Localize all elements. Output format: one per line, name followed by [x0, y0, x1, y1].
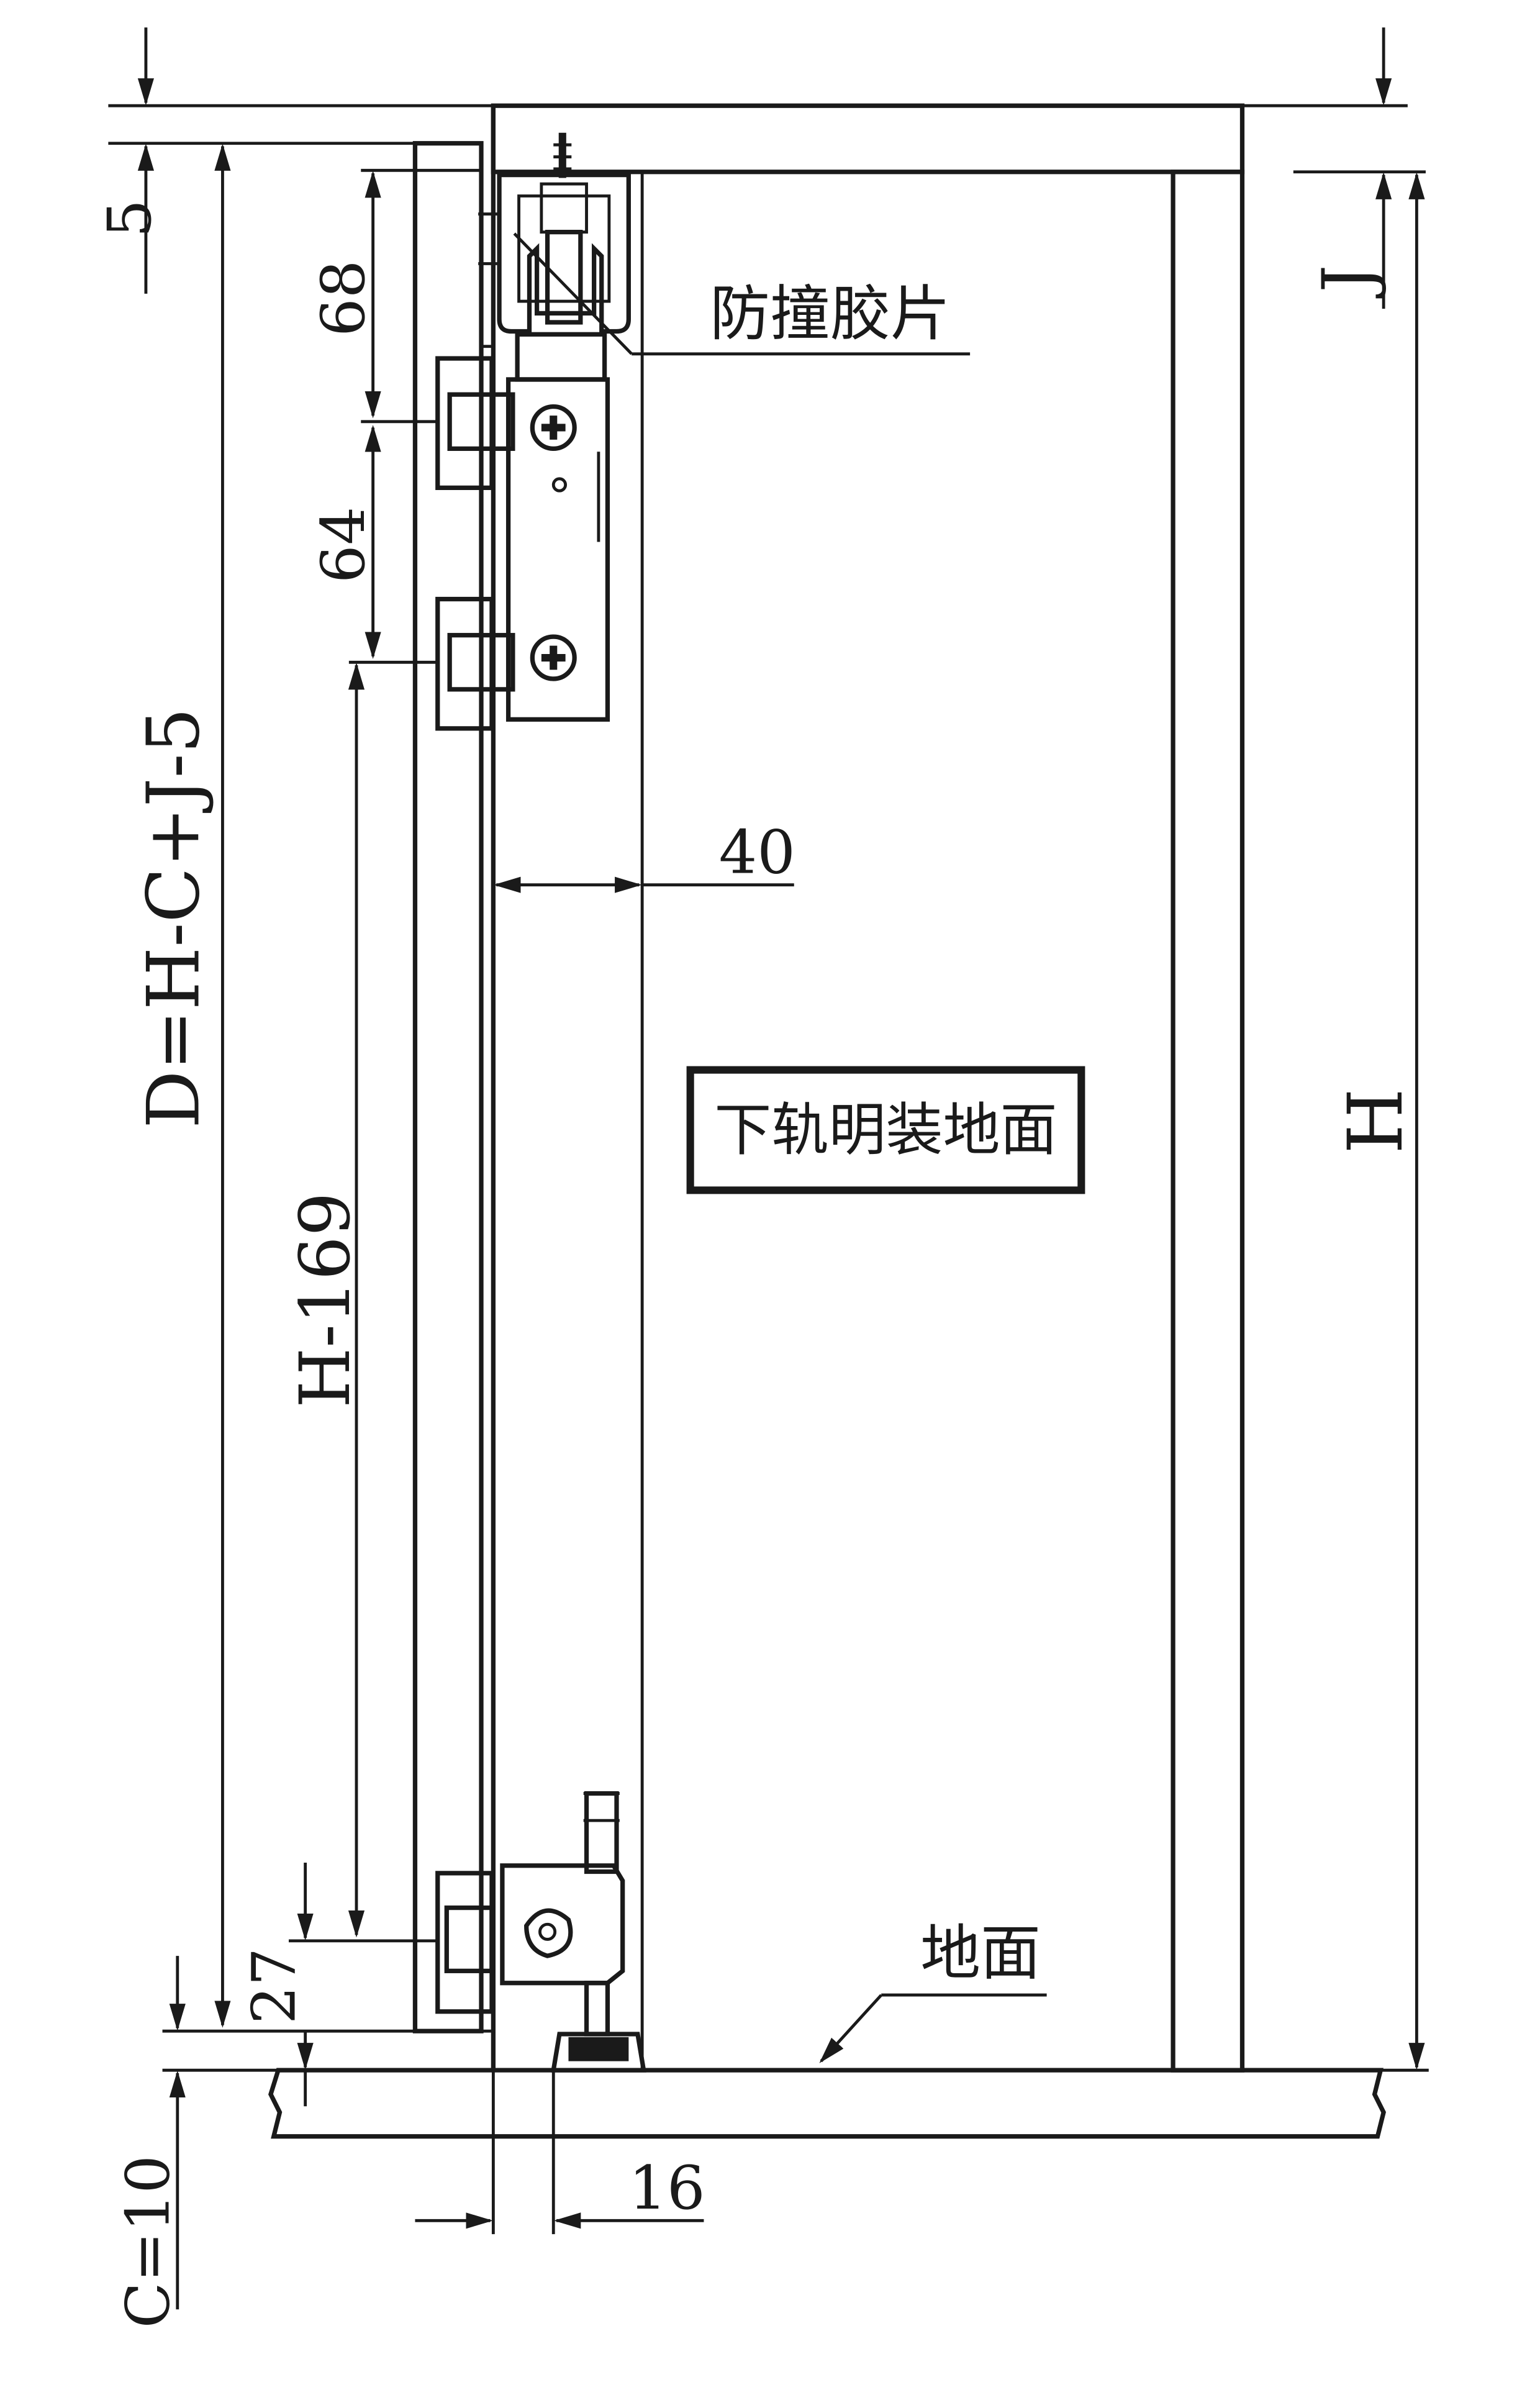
bumper-label: 防撞胶片 — [710, 278, 950, 348]
door-clip-upper-tab — [447, 392, 515, 452]
door-panel — [412, 141, 495, 2033]
dim-h-label: H — [1332, 1088, 1420, 1154]
bracket-screw-upper — [530, 404, 577, 452]
top-track-assembly: 防撞胶片 — [478, 132, 971, 356]
door-frame-strip — [479, 345, 495, 2033]
floor-hatch — [268, 2068, 1386, 2139]
bottom-guide-knob — [524, 1908, 573, 1958]
dim-j-label: J — [1308, 265, 1388, 299]
mode-title-text: 下轨明装地面 — [714, 1097, 1057, 1163]
track-inner-channel — [517, 194, 611, 303]
bumper-leader-diag — [513, 232, 633, 355]
cabinet-top-panel — [491, 103, 1245, 175]
dim-16-label: 16 — [628, 2153, 705, 2223]
cabinet-right-panel — [1171, 170, 1245, 2073]
dim-64-label: 64 — [308, 507, 378, 583]
dimensions: 5 D=H-C+J-5 68 64 H-169 27 C=10 40 — [94, 27, 1429, 2328]
floor-callout: 地面 — [819, 1918, 1047, 2063]
dim-c-label: C=10 — [112, 2155, 183, 2328]
bottom-guide-post — [584, 1791, 619, 1874]
dim-h169-label: H-169 — [286, 1192, 366, 1407]
dim-40-label: 40 — [719, 817, 795, 887]
bottom-guide-body — [500, 1863, 625, 1986]
bottom-track-profile — [550, 2032, 646, 2073]
dim-68-label: 68 — [308, 260, 378, 337]
bracket-screw-lower — [530, 634, 577, 681]
door-clip-lower-tab — [447, 633, 515, 692]
bracket-screw-upper-cross — [541, 416, 566, 440]
bracket-neck — [515, 332, 607, 382]
bracket-hole — [551, 477, 568, 493]
dim-27-label: 27 — [239, 1948, 309, 2024]
door-clip-lower — [435, 596, 494, 731]
dim-d-label: D=H-C+J-5 — [132, 707, 216, 1128]
floor-label: 地面 — [920, 1918, 1041, 1988]
bracket-screw-lower-cross — [541, 645, 566, 670]
bottom-guide-knob-hole — [538, 1922, 557, 1941]
bottom-track-roller — [568, 2037, 629, 2061]
mode-title-box: 下轨明装地面 — [686, 1066, 1085, 1194]
mode-title-frame — [686, 1066, 1085, 1194]
screw-top-head — [553, 143, 572, 171]
floor-leader-diag — [819, 1994, 883, 2063]
top-hanger-bracket — [435, 332, 610, 731]
bottom-guide-stem — [584, 1981, 610, 2037]
dim-5-label: 5 — [94, 199, 165, 238]
top-roller-block — [540, 182, 588, 234]
top-roller-stem — [545, 229, 583, 325]
top-bumper — [478, 212, 501, 265]
bottom-guide-assembly — [435, 1791, 646, 2073]
door-clip-upper — [435, 356, 494, 490]
bottom-clip-tab — [444, 1905, 494, 1973]
bottom-guide-post-cap — [583, 1792, 620, 1822]
floor-slab — [268, 2068, 1386, 2139]
